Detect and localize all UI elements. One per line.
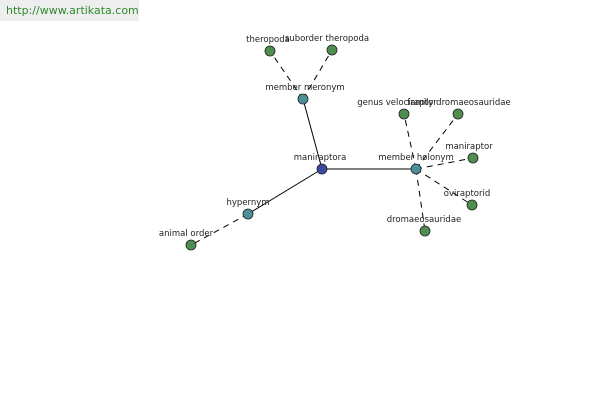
edge-maniraptora-to-hypernym	[247, 168, 323, 215]
node-family-dromaeosauridae[interactable]	[452, 108, 464, 120]
label-maniraptora[interactable]: maniraptora	[294, 153, 347, 163]
edge-maniraptora-to-member-meronym	[302, 98, 323, 170]
node-dromaeosauridae[interactable]	[419, 225, 431, 237]
node-animal-order[interactable]	[185, 239, 197, 251]
label-genus-velociraptor[interactable]: genus velociraptor	[357, 98, 437, 108]
label-family-dromaeosauridae[interactable]: family dromaeosauridae	[407, 98, 510, 108]
node-member-meronym[interactable]	[297, 93, 309, 105]
source-url[interactable]: http://www.artikata.com	[0, 0, 139, 21]
edges	[190, 49, 474, 246]
label-member-holonym[interactable]: member holonym	[378, 153, 453, 163]
labels: maniraptora member meronym member holonym h…	[159, 34, 511, 239]
label-suborder-theropoda[interactable]: suborder theropoda	[285, 34, 369, 44]
label-oviraptorid[interactable]: oviraptorid	[444, 189, 490, 199]
node-theropoda[interactable]	[264, 45, 276, 57]
label-animal-order[interactable]: animal order	[159, 229, 214, 239]
node-oviraptorid[interactable]	[466, 199, 478, 211]
edge-member-holonym-to-oviraptorid	[415, 168, 473, 206]
label-member-meronym[interactable]: member meronym	[265, 83, 344, 93]
edge-member-meronym-to-suborder-theropoda	[302, 49, 333, 100]
nodes	[185, 44, 479, 251]
node-suborder-theropoda[interactable]	[326, 44, 338, 56]
edge-member-holonym-to-genus-velociraptor	[403, 113, 417, 170]
node-maniraptora[interactable]	[316, 163, 328, 175]
node-hypernym[interactable]	[242, 208, 254, 220]
label-hypernym[interactable]: hypernym	[226, 198, 269, 208]
node-maniraptor[interactable]	[467, 152, 479, 164]
label-dromaeosauridae[interactable]: dromaeosauridae	[387, 215, 462, 225]
edge-member-holonym-to-maniraptor	[415, 157, 474, 170]
label-maniraptor[interactable]: maniraptor	[445, 142, 493, 152]
edge-member-holonym-to-family-dromaeosauridae	[415, 113, 459, 170]
label-theropoda[interactable]: theropoda	[246, 35, 290, 45]
node-member-holonym[interactable]	[410, 163, 422, 175]
edge-member-meronym-to-theropoda	[269, 50, 304, 100]
node-genus-velociraptor[interactable]	[398, 108, 410, 120]
